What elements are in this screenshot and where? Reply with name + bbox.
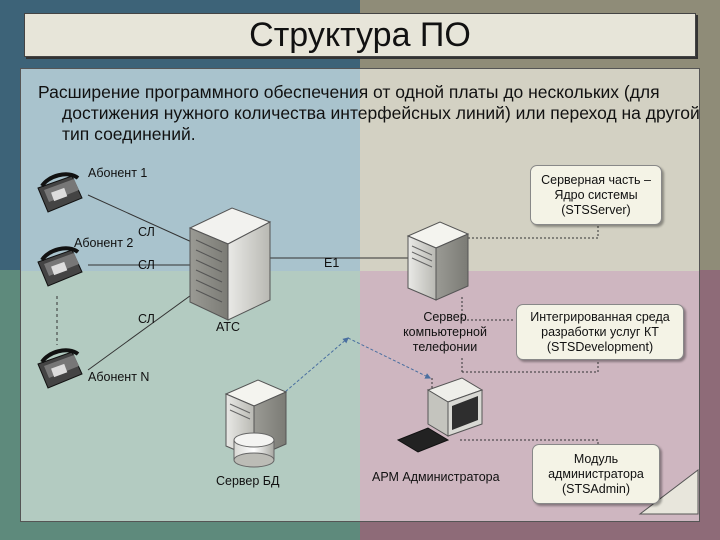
phone-icon-2 <box>37 246 83 287</box>
module-server-label: Серверная часть – Ядро системы (STSServe… <box>541 172 651 217</box>
subscriber-n-label: Абонент N <box>88 370 150 384</box>
link-sl-1-label: СЛ <box>138 225 155 239</box>
module-server-box: Серверная часть – Ядро системы (STSServe… <box>530 165 662 225</box>
subscriber-1-label: Абонент 1 <box>88 166 148 180</box>
module-admin-label: Модуль администратора (STSAdmin) <box>548 451 644 496</box>
line-an-ats <box>87 284 206 371</box>
ats-label: АТС <box>216 320 241 334</box>
db-server-icon <box>224 379 288 468</box>
blue-arrows <box>277 337 432 399</box>
link-sl-2-label: СЛ <box>138 258 155 272</box>
title-box: Структура ПО <box>24 13 696 57</box>
phone-icon-n <box>37 348 83 389</box>
db-server-label: Сервер БД <box>216 474 280 488</box>
link-e1-label: E1 <box>324 256 340 270</box>
telephony-server-label: Сервер компьютерной телефонии <box>403 310 487 354</box>
connection-lines <box>87 194 410 371</box>
admin-workstation-icon <box>396 377 484 453</box>
ats-server-icon <box>188 207 272 321</box>
module-dev-label: Интегрированная среда разработки услуг К… <box>530 309 670 354</box>
intro-text: Расширение программного обеспечения от о… <box>38 82 700 144</box>
module-admin-box: Модуль администратора (STSAdmin) <box>532 444 660 504</box>
subscriber-2-label: Абонент 2 <box>74 236 134 250</box>
admin-workstation-label: АРМ Администратора <box>372 470 500 484</box>
telephony-server-icon <box>406 221 470 301</box>
module-dev-box: Интегрированная среда разработки услуг К… <box>516 304 684 360</box>
link-sl-3-label: СЛ <box>138 312 155 326</box>
phone-icon-1 <box>37 172 83 213</box>
line-a1-ats <box>87 194 206 249</box>
page-title: Структура ПО <box>249 15 471 54</box>
